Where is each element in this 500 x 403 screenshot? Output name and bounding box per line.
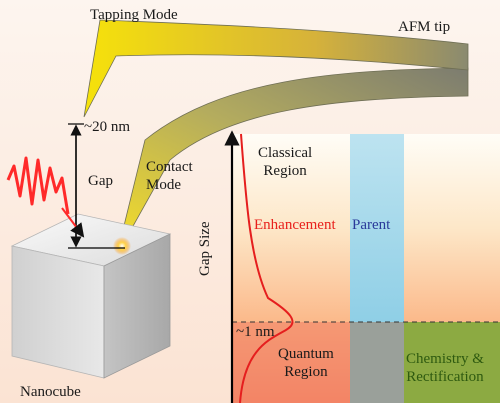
nanocube-label: Nanocube — [20, 384, 81, 400]
laser-arrow — [61, 207, 85, 238]
one-nm-label: ~1 nm — [236, 324, 275, 340]
tapping-mode-label: Tapping Mode — [90, 7, 178, 23]
quantum-region-label: Quantum Region — [278, 346, 334, 380]
contact-mode-label: Contact Mode — [146, 159, 193, 193]
parent-band — [350, 134, 404, 322]
chemistry-rectification-label: Chemistry & Rectification — [406, 351, 484, 385]
nanocube-left-face — [11, 245, 105, 379]
parent-band-quantum — [350, 322, 404, 403]
hotspot-glow — [113, 237, 131, 255]
enhancement-curve — [239, 133, 294, 403]
tapping-mode-tip — [83, 19, 469, 118]
gap-label: Gap — [88, 173, 113, 189]
gap-size-label: Gap Size — [197, 221, 213, 276]
parent-label: Parent — [352, 217, 391, 233]
classical-region-label: Classical Region — [258, 145, 313, 179]
chemistry-band — [404, 322, 500, 403]
enhancement-label: Enhancement — [254, 217, 336, 233]
afm-tip-label: AFM tip — [398, 19, 451, 35]
contact-mode-tip — [119, 67, 469, 245]
gap-distance-label: ~20 nm — [84, 119, 131, 135]
nanocube-right-face — [103, 233, 171, 379]
laser-pulse-icon — [6, 156, 70, 215]
